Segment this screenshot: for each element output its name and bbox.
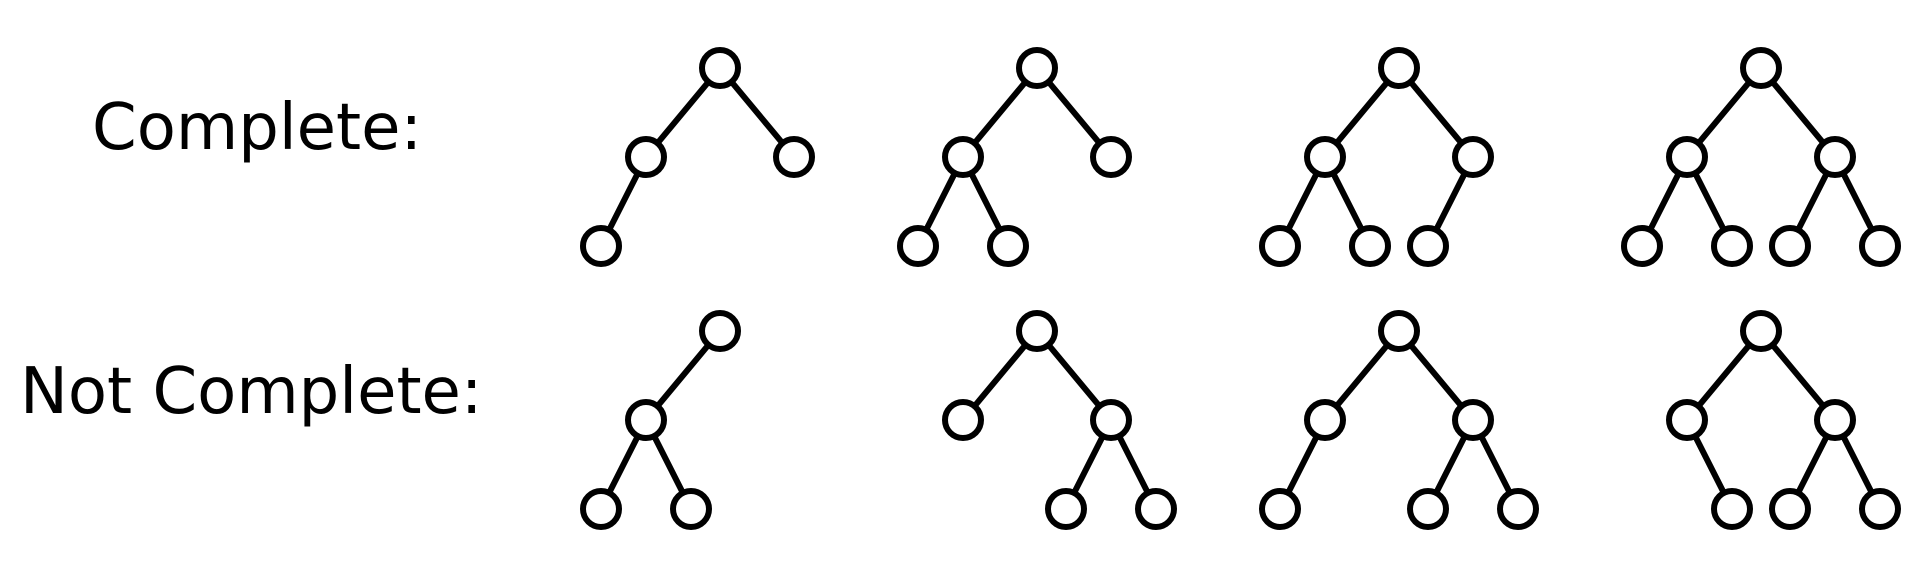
tree-node — [1090, 136, 1132, 178]
tree-node — [1621, 225, 1663, 267]
tree-node — [670, 488, 712, 530]
tree-node — [1304, 136, 1346, 178]
tree-node — [1711, 488, 1753, 530]
tree-node — [1016, 310, 1058, 352]
tree-node — [897, 225, 939, 267]
complete-tree-4 — [1621, 47, 1901, 267]
tree-node — [1740, 47, 1782, 89]
tree-node — [1407, 488, 1449, 530]
tree-node — [1769, 225, 1811, 267]
not-complete-tree-3 — [1259, 310, 1539, 530]
tree-node — [699, 310, 741, 352]
tree-node — [1859, 488, 1901, 530]
tree-node — [1711, 225, 1753, 267]
tree-node — [699, 47, 741, 89]
tree-node — [1135, 488, 1177, 530]
tree-node — [942, 399, 984, 441]
not-complete-tree-4 — [1666, 310, 1901, 530]
tree-node — [580, 225, 622, 267]
complete-tree-2 — [897, 47, 1132, 267]
tree-node — [1304, 399, 1346, 441]
tree-node — [942, 136, 984, 178]
tree-node — [1666, 399, 1708, 441]
tree-node — [1740, 310, 1782, 352]
tree-node — [1666, 136, 1708, 178]
tree-node — [773, 136, 815, 178]
tree-node — [1378, 310, 1420, 352]
tree-node — [1378, 47, 1420, 89]
tree-node — [1045, 488, 1087, 530]
tree-node — [1814, 136, 1856, 178]
tree-node — [987, 225, 1029, 267]
not-complete-tree-1 — [580, 310, 741, 530]
tree-node — [1859, 225, 1901, 267]
tree-node — [1349, 225, 1391, 267]
tree-node — [580, 488, 622, 530]
tree-node — [1407, 225, 1449, 267]
not-complete-row-label: Not Complete: — [20, 355, 482, 429]
tree-node — [1259, 488, 1301, 530]
tree-node — [1259, 225, 1301, 267]
tree-node — [625, 136, 667, 178]
tree-node — [1769, 488, 1811, 530]
tree-node — [1452, 399, 1494, 441]
tree-node — [625, 399, 667, 441]
tree-grid — [580, 47, 1901, 530]
tree-node — [1090, 399, 1132, 441]
tree-node — [1814, 399, 1856, 441]
complete-tree-1 — [580, 47, 815, 267]
tree-node — [1497, 488, 1539, 530]
complete-tree-3 — [1259, 47, 1494, 267]
not-complete-tree-2 — [942, 310, 1177, 530]
complete-row-label: Complete: — [92, 91, 422, 165]
tree-node — [1452, 136, 1494, 178]
tree-node — [1016, 47, 1058, 89]
